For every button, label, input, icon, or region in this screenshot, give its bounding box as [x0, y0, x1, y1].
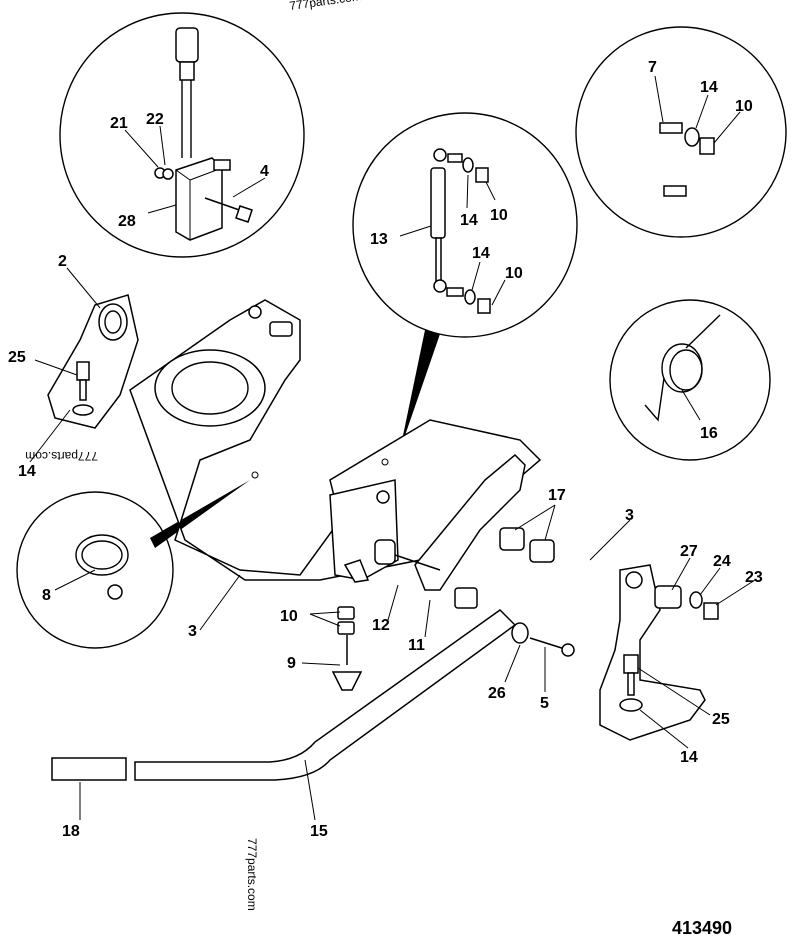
callout-labels: 3 2 3 4 5 7 8 9 10 10 10 10 11 12 13 14 … [8, 59, 763, 840]
pedal-arm [51, 609, 517, 781]
callout-14-strut-top: 14 [460, 212, 478, 229]
callout-18: 18 [62, 823, 80, 840]
callout-22: 22 [146, 111, 164, 128]
callout-10-strut-top: 10 [490, 207, 508, 224]
callout-13: 13 [370, 231, 388, 248]
callout-24: 24 [713, 553, 731, 570]
callout-7: 7 [648, 59, 657, 76]
callout-11: 11 [408, 637, 425, 654]
callout-28: 28 [118, 213, 136, 230]
callout-10-main: 10 [280, 608, 298, 625]
callout-2: 2 [58, 253, 67, 270]
figure-number: 413490 [672, 918, 732, 938]
watermark-left: 777parts.com [25, 449, 98, 463]
callout-3: 3 [625, 507, 634, 524]
callout-14-u-bolt: 14 [700, 79, 718, 96]
shaft-3 [497, 527, 643, 598]
detail-circle-spring [609, 299, 771, 461]
bracket-2 [47, 294, 139, 429]
callout-14-right: 14 [680, 749, 698, 766]
callout-12: 12 [372, 617, 390, 634]
callout-25-left: 25 [8, 349, 26, 366]
right-bracket [599, 564, 719, 741]
detail-circle-u-bolt [575, 26, 787, 238]
callout-23: 23 [745, 569, 763, 586]
callout-17: 17 [548, 487, 566, 504]
callout-5: 5 [540, 695, 549, 712]
callout-9: 9 [287, 655, 296, 672]
main-bracket [129, 299, 542, 581]
callout-21: 21 [110, 115, 128, 132]
watermark-top: 777parts.com [288, 0, 362, 13]
pivot-pins [331, 539, 575, 691]
callout-10-strut-bottom: 10 [505, 265, 523, 282]
callout-4: 4 [260, 163, 269, 180]
callout-26: 26 [488, 685, 506, 702]
callout-16: 16 [700, 425, 718, 442]
lever-plate [329, 453, 526, 591]
callout-25-right: 25 [712, 711, 730, 728]
watermark-bottom: 777parts.com [245, 838, 259, 911]
callout-14-strut-bottom: 14 [472, 245, 490, 262]
callout-15: 15 [310, 823, 328, 840]
callout-14-left: 14 [18, 463, 36, 480]
detail-circle-gas-strut [352, 112, 578, 450]
leader-lines [29, 75, 756, 821]
callout-10-u-bolt: 10 [735, 98, 753, 115]
detail-circle-clamp [16, 480, 250, 649]
callout-27: 27 [680, 543, 698, 560]
callout-1: 3 [188, 623, 197, 640]
detail-circle-sensor [59, 12, 305, 258]
callout-8: 8 [42, 587, 51, 604]
